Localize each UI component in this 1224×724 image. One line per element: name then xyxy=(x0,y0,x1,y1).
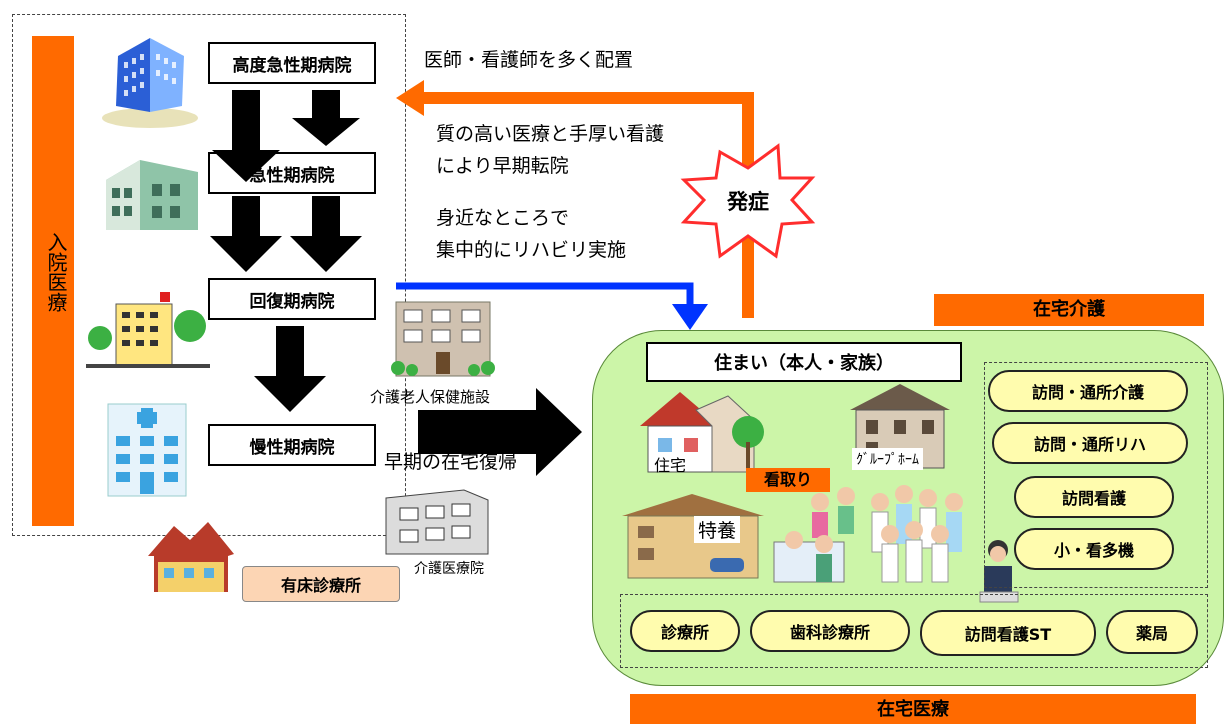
home-medical-bar xyxy=(630,694,1196,724)
care-health-facility-label: 介護老人保健施設 xyxy=(370,388,491,406)
nursing-home-icon xyxy=(622,494,764,579)
hospital-acute: 急性期病院 xyxy=(208,152,376,194)
house-icon xyxy=(640,392,764,473)
medical-service-pharmacy: 薬局 xyxy=(1106,610,1198,654)
note-rehab-2: 集中的にリハビリ実施 xyxy=(436,239,627,261)
care-health-facility-icon xyxy=(391,301,495,377)
advanced-hospital-icon xyxy=(102,38,198,128)
group-home-label: ｸﾞﾙｰﾌﾟﾎｰﾑ xyxy=(852,448,923,470)
hospital-advanced-acute: 高度急性期病院 xyxy=(208,42,376,84)
blue-arrow xyxy=(396,282,694,306)
inpatient-bar xyxy=(32,36,74,526)
acute-hospital-icon xyxy=(106,160,198,230)
care-service-home-nursing: 訪問看護 xyxy=(1014,476,1174,518)
hospital-recovery: 回復期病院 xyxy=(208,278,376,320)
home-medical-label: 在宅医療 xyxy=(877,699,949,720)
hospital-chronic: 慢性期病院 xyxy=(208,424,376,466)
arrow-right-home xyxy=(418,388,582,476)
house-label: 住宅 xyxy=(654,456,687,475)
residence-label: 住まい（本人・家族） xyxy=(646,342,962,382)
recovery-hospital-icon xyxy=(86,292,210,368)
note-quality-1: 質の高い医療と手厚い看護 xyxy=(436,123,665,145)
bed-clinic-label: 有床診療所 xyxy=(242,566,400,602)
onset-label: 発症 xyxy=(727,190,769,214)
home-care-label: 在宅介護 xyxy=(1033,299,1105,320)
medical-services-region xyxy=(620,594,1208,668)
care-manager-illustration xyxy=(979,540,1019,603)
care-service-visit-rehab: 訪問・通所リハ xyxy=(992,422,1188,464)
chronic-hospital-icon xyxy=(107,403,187,497)
care-services-region xyxy=(984,362,1208,588)
arrow-down-1a xyxy=(212,90,280,182)
care-medical-hospital-icon xyxy=(385,489,489,555)
medical-service-nursing-station: 訪問看護ST xyxy=(920,610,1096,656)
home-care-bar xyxy=(934,294,1204,326)
care-service-visit-daycare: 訪問・通所介護 xyxy=(988,370,1188,412)
arrow-down-1b xyxy=(292,90,360,146)
note-rehab-1: 身近なところで xyxy=(436,207,570,229)
bed-clinic-icon xyxy=(148,522,234,592)
medical-service-clinic: 診療所 xyxy=(630,610,740,652)
note-quality-2: により早期転院 xyxy=(436,155,569,177)
arrow-down-3 xyxy=(254,326,326,412)
onset-burst xyxy=(680,143,816,259)
note-early-return: 早期の在宅復帰 xyxy=(384,451,518,473)
orange-arrow xyxy=(416,92,754,318)
medical-service-dental: 歯科診療所 xyxy=(750,610,910,652)
nursing-home-label: 特養 xyxy=(694,516,741,543)
care-service-multifunction: 小・看多機 xyxy=(1014,528,1174,570)
arrow-down-2b xyxy=(290,196,362,272)
inpatient-label: 入院医療 xyxy=(44,232,68,312)
care-team-illustration xyxy=(773,485,963,583)
care-medical-hospital-label: 介護医療院 xyxy=(414,561,484,577)
arrow-down-2a xyxy=(210,196,282,272)
end-of-life-label: 看取り xyxy=(746,468,830,492)
note-staffing: 医師・看護師を多く配置 xyxy=(424,49,634,71)
